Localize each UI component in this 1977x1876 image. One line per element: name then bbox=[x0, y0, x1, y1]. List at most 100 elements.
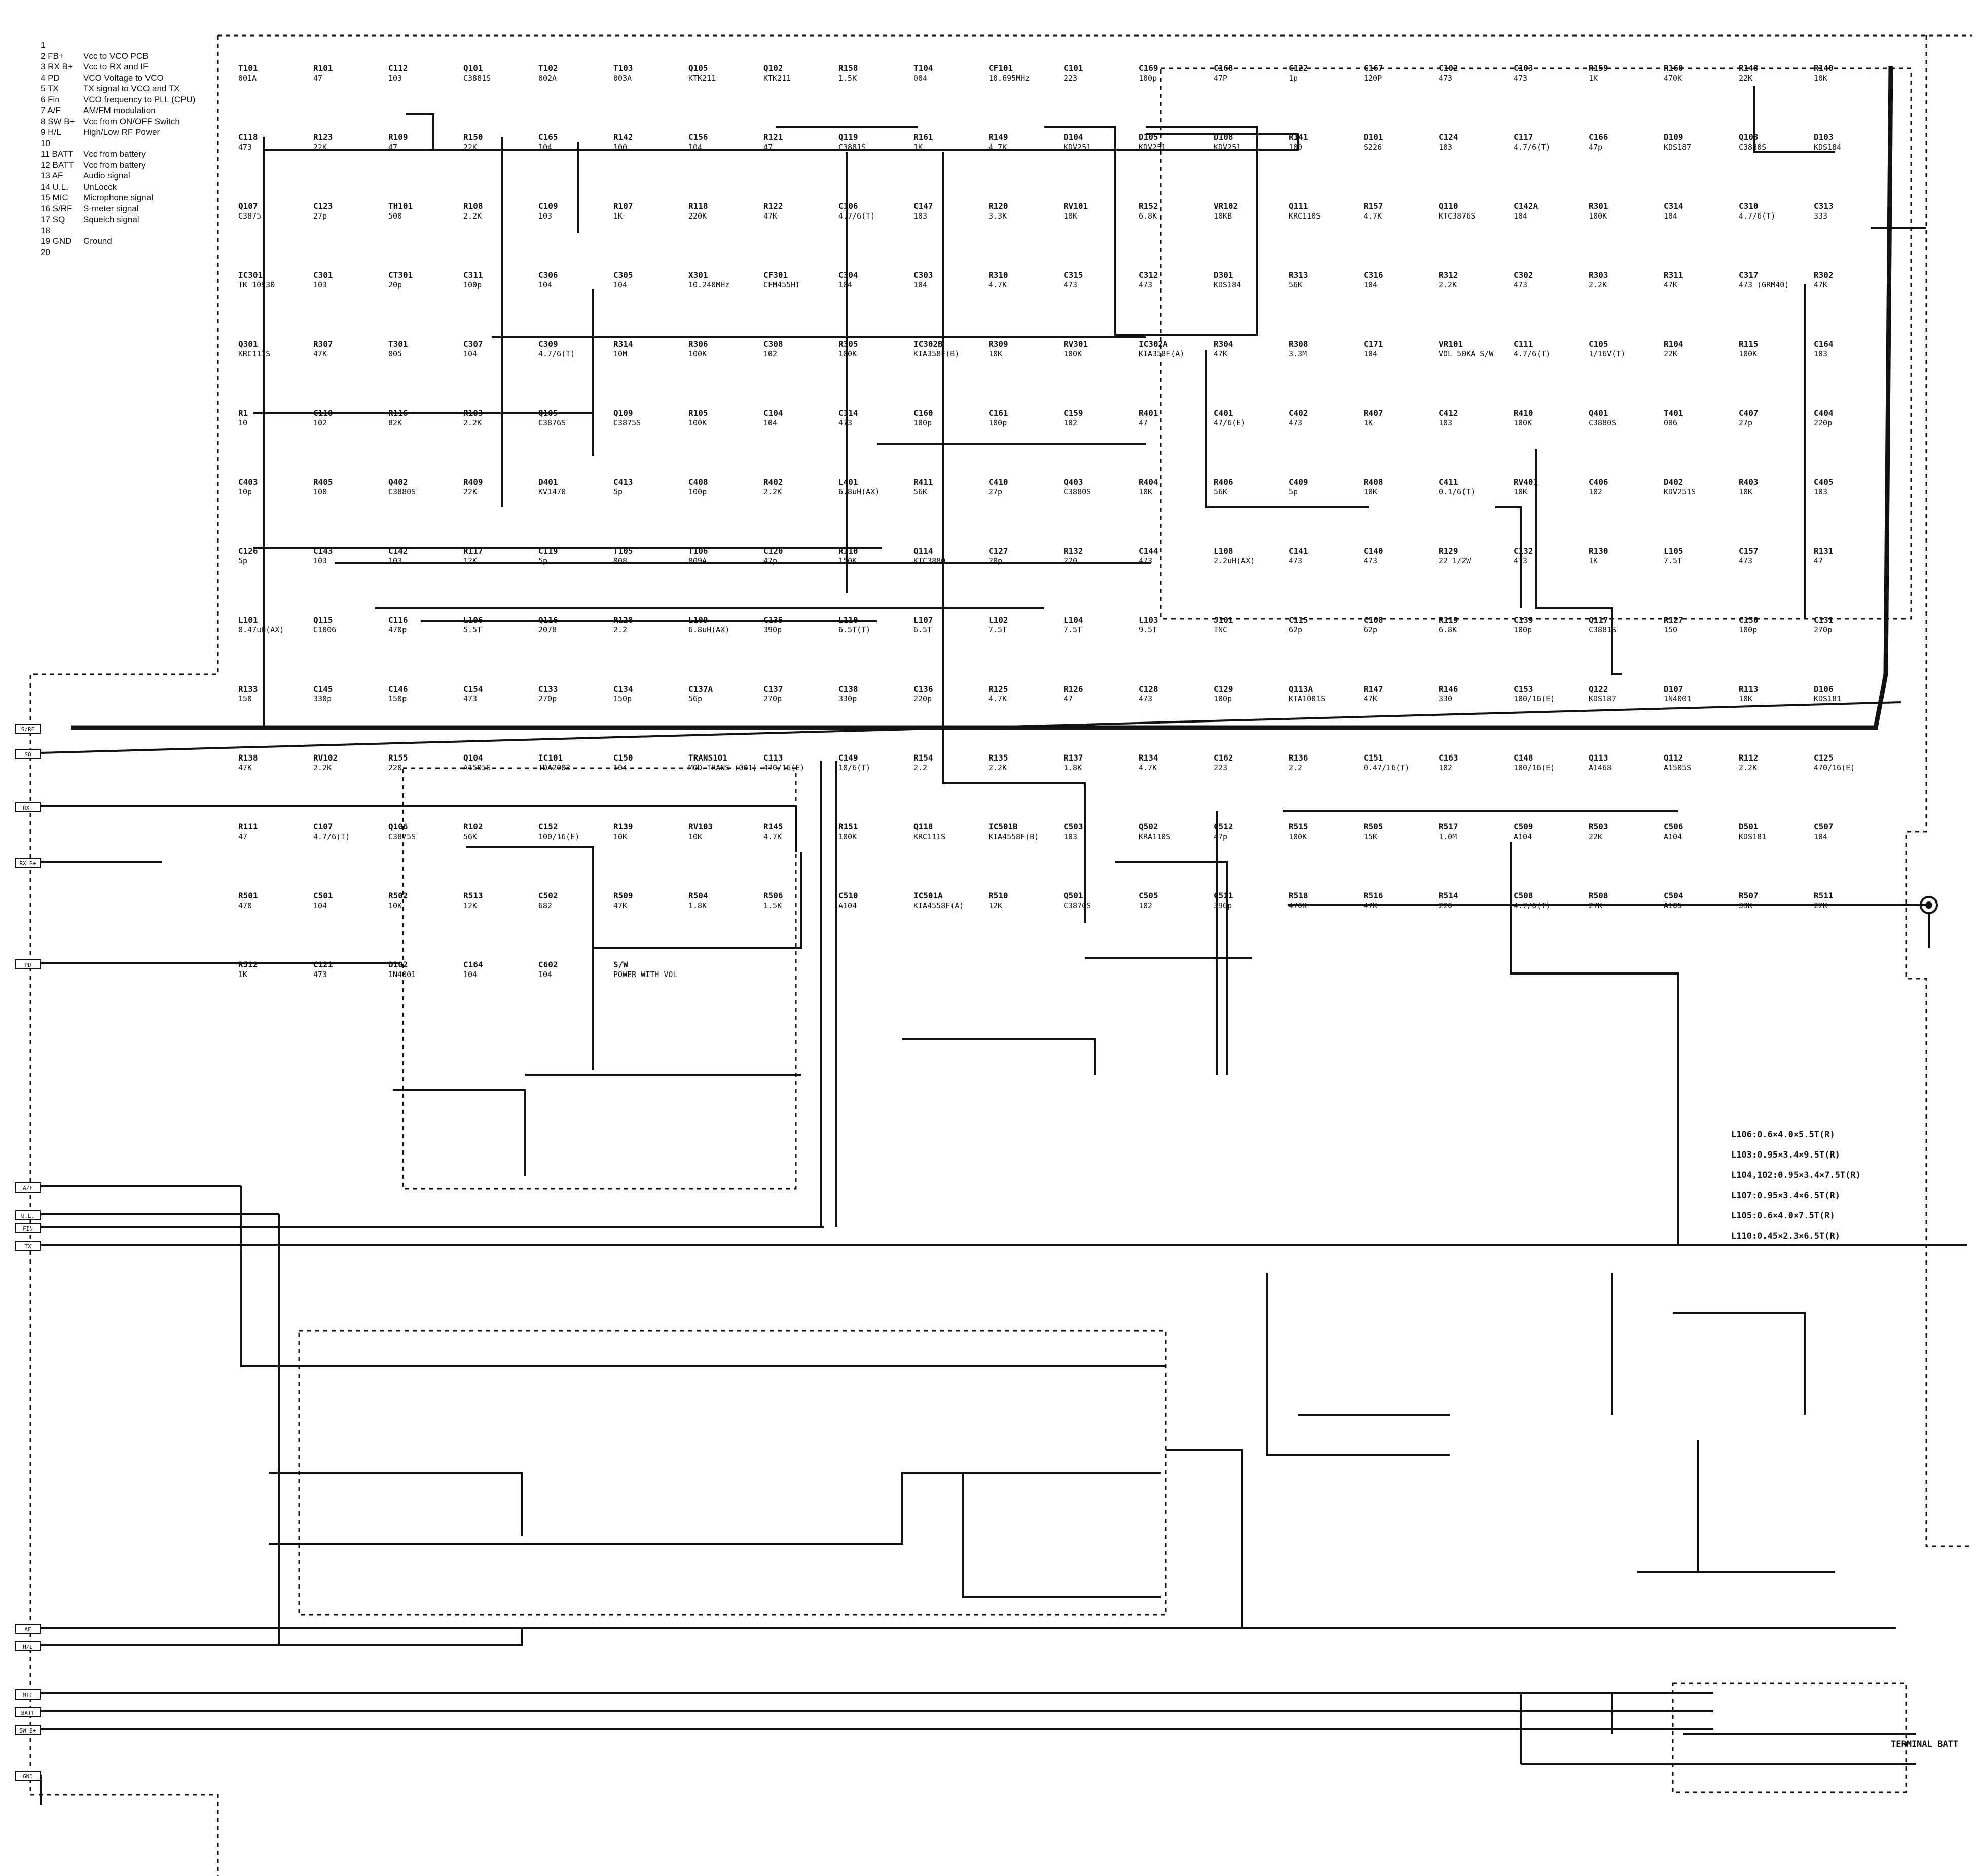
svg-text:10K: 10K bbox=[1739, 487, 1752, 496]
svg-text:R125: R125 bbox=[988, 684, 1008, 694]
svg-text:C307: C307 bbox=[463, 339, 483, 349]
pin-description: Vcc from ON/OFF Switch bbox=[83, 116, 180, 126]
svg-text:104: 104 bbox=[763, 418, 777, 427]
svg-text:Q104: Q104 bbox=[463, 753, 483, 763]
svg-text:C160: C160 bbox=[913, 408, 933, 418]
svg-text:100K: 100K bbox=[688, 349, 707, 358]
pin-number-name: 14 U.L. bbox=[41, 182, 68, 192]
svg-text:R313: R313 bbox=[1289, 270, 1308, 280]
svg-text:BATT: BATT bbox=[21, 1710, 35, 1716]
svg-text:104: 104 bbox=[538, 142, 552, 152]
svg-text:3.3M: 3.3M bbox=[1289, 349, 1307, 358]
svg-text:2078: 2078 bbox=[538, 625, 557, 634]
svg-text:C317: C317 bbox=[1739, 270, 1759, 280]
svg-text:1K: 1K bbox=[1364, 418, 1373, 427]
svg-text:Q106: Q106 bbox=[388, 822, 408, 832]
svg-text:C102: C102 bbox=[1439, 63, 1458, 73]
svg-text:473: 473 bbox=[1289, 418, 1302, 427]
pin-number-name: 4 PD bbox=[41, 73, 60, 83]
svg-text:KDS181: KDS181 bbox=[1739, 832, 1766, 841]
svg-text:001A: 001A bbox=[238, 74, 257, 83]
svg-text:Q102: Q102 bbox=[763, 63, 783, 73]
svg-text:003A: 003A bbox=[613, 74, 632, 83]
antenna-jack-icon bbox=[1920, 896, 1938, 948]
svg-text:682: 682 bbox=[538, 901, 552, 910]
svg-text:006: 006 bbox=[1664, 418, 1677, 427]
svg-text:R111: R111 bbox=[238, 822, 258, 832]
svg-text:C402: C402 bbox=[1289, 408, 1308, 418]
pin-number-name: 5 TX bbox=[41, 84, 59, 93]
svg-text:AF: AF bbox=[24, 1626, 31, 1633]
svg-text:Q113: Q113 bbox=[1589, 753, 1608, 763]
svg-text:390p: 390p bbox=[763, 625, 782, 634]
svg-text:473 (GRM40): 473 (GRM40) bbox=[1739, 280, 1789, 290]
svg-text:100: 100 bbox=[1289, 142, 1302, 152]
svg-text:IC101: IC101 bbox=[538, 753, 563, 763]
svg-text:220p: 220p bbox=[913, 694, 932, 703]
svg-text:10K: 10K bbox=[988, 349, 1002, 358]
svg-text:4.7K: 4.7K bbox=[763, 832, 782, 841]
svg-text:C128: C128 bbox=[1139, 684, 1158, 694]
pin-row: 1 bbox=[41, 40, 195, 51]
svg-text:C316: C316 bbox=[1364, 270, 1383, 280]
svg-text:C413: C413 bbox=[613, 477, 633, 487]
svg-text:R1: R1 bbox=[238, 408, 248, 418]
svg-text:10p: 10p bbox=[238, 487, 252, 496]
svg-text:C145: C145 bbox=[313, 684, 333, 694]
svg-text:T105: T105 bbox=[613, 546, 633, 556]
connector-s-rf: S/RF bbox=[15, 724, 41, 734]
svg-text:C120: C120 bbox=[763, 546, 783, 556]
svg-text:R104: R104 bbox=[1664, 339, 1683, 349]
svg-text:100/16(E): 100/16(E) bbox=[1514, 694, 1555, 703]
svg-text:C117: C117 bbox=[1514, 132, 1533, 142]
pin-number-name: 9 H/L bbox=[41, 127, 61, 137]
svg-text:1N4001: 1N4001 bbox=[1664, 694, 1691, 703]
svg-text:150p: 150p bbox=[613, 694, 632, 703]
svg-text:D101: D101 bbox=[1364, 132, 1383, 142]
svg-text:R513: R513 bbox=[463, 891, 483, 900]
svg-text:KDV251: KDV251 bbox=[1214, 142, 1241, 152]
svg-text:CT301: CT301 bbox=[388, 270, 413, 280]
svg-text:C124: C124 bbox=[1439, 132, 1458, 142]
